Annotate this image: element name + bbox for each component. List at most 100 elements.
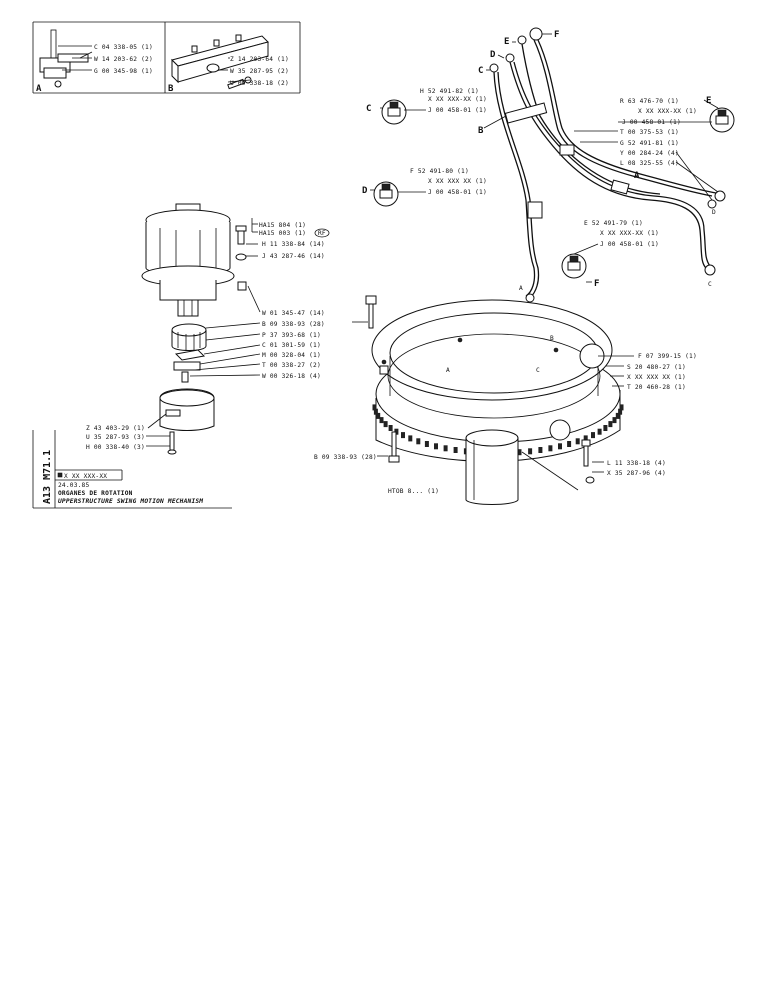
gear-tooth (424, 441, 429, 447)
part-label: J 00 458-01 (1) (428, 189, 487, 196)
gear-tooth (591, 432, 595, 439)
callout-letter: F (554, 30, 559, 40)
pinion-drawing (171, 281, 247, 383)
part-label: Y 00 284-24 (4) (620, 150, 679, 157)
part-label: J 00 458-01 (1) (428, 107, 487, 114)
gear-tooth (575, 438, 580, 445)
part-label: S 20 480-27 (1) (627, 364, 686, 371)
clamp-drawing (39, 29, 93, 88)
part-label: Z 43 403-29 (1) (86, 425, 145, 432)
part-label: T 00 375-53 (1) (620, 129, 679, 136)
callout-letter: C (366, 104, 371, 114)
gear-tooth (618, 408, 623, 415)
gear-tooth (615, 412, 620, 419)
part-label: X XX XXX XX (1) (428, 178, 487, 185)
gear-tooth (597, 428, 602, 435)
gear-tooth (376, 412, 381, 419)
gear-tooth (567, 441, 572, 447)
pipe-end-letter: C (708, 281, 712, 288)
part-label: W 14 203-62 (2) (94, 56, 153, 63)
bracket-drawing (171, 34, 269, 90)
inset-frames (32, 21, 301, 94)
part-label: G 00 345-98 (1) (94, 68, 153, 75)
gear-tooth (443, 445, 448, 452)
part-label: L 11 338-18 (4) (607, 460, 666, 467)
part-label: X XX XXX-XX (1) (600, 230, 659, 237)
pipe-end-letter: D (712, 209, 716, 216)
part-label: X 35 287-96 (4) (607, 470, 666, 477)
mechanism-leaders (189, 285, 261, 377)
title-part-number: X XX XXX-XX (64, 473, 107, 480)
gear-tooth (538, 447, 543, 453)
part-label: C 01 301-59 (1) (262, 342, 321, 349)
callout-letter: E (706, 96, 711, 106)
gear-tooth (608, 421, 613, 428)
gear-tooth (528, 448, 533, 455)
gear-tooth (408, 435, 413, 442)
gear-tooth (383, 421, 388, 428)
inset-b-leaders (218, 57, 251, 83)
part-label: X XX XXX XX (1) (627, 374, 686, 381)
ref-code: A13 M71.1 (42, 450, 53, 504)
inset-a-leaders (58, 45, 92, 71)
part-label: W 00 326-18 (4) (262, 373, 321, 380)
gear-tooth (401, 432, 405, 439)
pipe-end-letter: A (519, 285, 523, 292)
part-label: X XX XXX-XX (1) (638, 108, 697, 115)
part-label: F 07 399-15 (1) (638, 353, 697, 360)
gear-tooth (583, 435, 588, 442)
gear-tooth (548, 445, 553, 452)
part-label: H 11 338-84 (14) (262, 241, 325, 248)
title-block-frame (32, 430, 232, 509)
part-label: HTOB 8... (1) (388, 488, 439, 495)
part-label: W 35 287-95 (2) (230, 68, 289, 75)
inset-b-label: B (168, 84, 174, 94)
callout-letter: C (478, 66, 483, 76)
callout-letter: E (504, 37, 509, 47)
gear-tooth (619, 404, 624, 411)
part-label: U 35 287-93 (3) (86, 434, 145, 441)
ring-bolts (365, 295, 595, 484)
part-label: P 37 393-68 (1) (262, 332, 321, 339)
callout-letter: A (634, 171, 640, 181)
part-label: H 52 491-82 (1) (420, 88, 479, 95)
part-label: HA15 003 (1) (259, 230, 306, 237)
column-drawing (465, 429, 519, 505)
gear-tooth (388, 425, 393, 431)
part-label: Z 14 203-64 (1) (230, 56, 289, 63)
part-label: W 01 345-47 (14) (262, 310, 325, 317)
title-date-code: 24.03.85 (58, 482, 89, 489)
inset-a-label: A (36, 84, 42, 94)
title-en: UPPERSTRUCTURE SWING MOTION MECHANISM (58, 498, 203, 505)
part-label: H 00 338-40 (3) (86, 444, 145, 451)
pipe-callouts (370, 27, 719, 283)
part-label: T 20 460-28 (1) (627, 384, 686, 391)
callout-letter: F (594, 279, 599, 289)
ring-letter: C (536, 367, 540, 374)
rf-badge-ring (314, 228, 330, 238)
callout-letter: B (478, 126, 484, 136)
title-fr: ORGANES DE ROTATION (58, 490, 133, 497)
part-label: B 09 338-93 (28) (262, 321, 325, 328)
part-label: F 52 491-80 (1) (410, 168, 469, 175)
part-label: E 52 491-79 (1) (584, 220, 643, 227)
part-label: HA15 804 (1) (259, 222, 306, 229)
gear-tooth (416, 438, 421, 445)
callout-letter: D (490, 50, 496, 60)
rf-badge: RF (318, 230, 326, 237)
hydraulic-pipes (489, 29, 726, 303)
callout-letter: D (362, 186, 368, 196)
gear-tooth (603, 425, 608, 431)
ring-letter: B (550, 335, 554, 342)
gear-tooth (372, 404, 377, 411)
gear-tooth (453, 447, 458, 453)
motor-bolt (235, 225, 247, 261)
gear-tooth (612, 417, 617, 424)
part-label: J 00 458-01 (1) (622, 119, 681, 126)
fitting-icons (373, 99, 735, 279)
part-label: X XX XXX-XX (1) (428, 96, 487, 103)
part-label: G 52 491-81 (1) (620, 140, 679, 147)
part-label: J 00 458-01 (1) (600, 241, 659, 248)
gear-tooth (434, 443, 438, 450)
ring-letter: A (446, 367, 450, 374)
